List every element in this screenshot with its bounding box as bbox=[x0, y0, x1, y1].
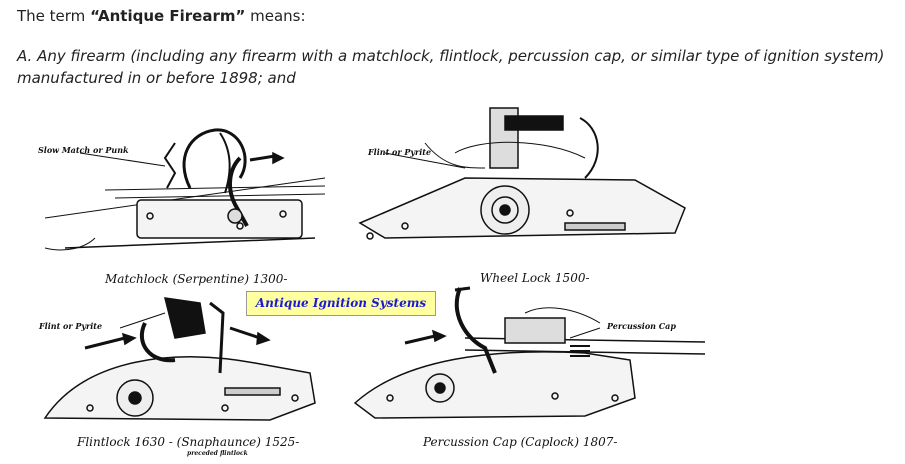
flintlock-pointer-label: Flint or Pyrite bbox=[39, 321, 103, 331]
flintlock-drawing bbox=[43, 297, 316, 421]
wheel-lock-drawing bbox=[358, 107, 686, 240]
matchlock-drawing bbox=[44, 128, 326, 251]
term-antique-firearm: “Antique Firearm” bbox=[90, 7, 246, 25]
matchlock-pointer-label: Slow Match or Punk bbox=[38, 145, 129, 155]
wheel-lock-pointer-label: Flint or Pyrite bbox=[368, 147, 432, 157]
matchlock-caption: Matchlock (Serpentine) 1300- bbox=[105, 272, 288, 286]
percussion-drawing bbox=[353, 286, 706, 419]
wheel-lock-caption: Wheel Lock 1500- bbox=[480, 271, 590, 285]
intro-line: The term “Antique Firearm” means: bbox=[17, 6, 306, 26]
definition-a: A. Any firearm (including any firearm wi… bbox=[17, 47, 885, 87]
percussion-caption: Percussion Cap (Caplock) 1807- bbox=[423, 435, 618, 449]
percussion-pointer-label: Percussion Cap bbox=[607, 321, 676, 331]
flintlock-caption: Flintlock 1630 - (Snaphaunce) 1525- bbox=[77, 435, 300, 449]
antique-ignition-banner: Antique Ignition Systems bbox=[246, 291, 436, 316]
ignition-systems-figure: Slow Match or Punk Matchlock (Serpentine… bbox=[25, 98, 725, 462]
ignition-illustration bbox=[43, 107, 706, 421]
intro-suffix: means: bbox=[245, 7, 306, 25]
flintlock-note: preceded flintlock bbox=[187, 450, 248, 457]
intro-prefix: The term bbox=[17, 7, 91, 25]
